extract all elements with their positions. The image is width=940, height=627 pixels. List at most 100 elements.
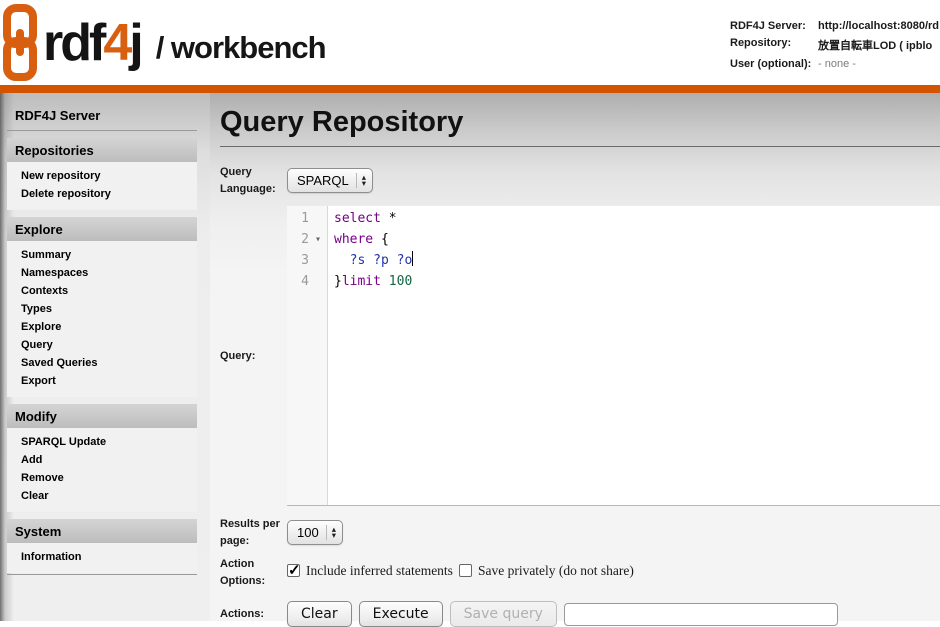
- query-language-label: Query Language:: [220, 166, 276, 195]
- select-arrows-icon: ▴▾: [331, 524, 336, 540]
- sidebar-section-system: System: [7, 519, 197, 543]
- sidebar-item-types[interactable]: Types: [21, 303, 52, 315]
- sidebar-item-explore[interactable]: Explore: [21, 321, 62, 333]
- option-label: Save privately (do not share): [477, 562, 634, 578]
- execute-button[interactable]: Execute: [358, 601, 443, 627]
- fold-marker-icon: [309, 272, 327, 293]
- sidebar-item-delete-repository[interactable]: Delete repository: [21, 188, 111, 200]
- server-info-value: 放置自転車LOD ( ipblo: [818, 40, 933, 52]
- code-token: [381, 274, 389, 289]
- sidebar-item-export[interactable]: Export: [21, 375, 56, 387]
- server-info-label: Repository:: [730, 37, 792, 49]
- code-token: select: [334, 211, 381, 226]
- sidebar-item-clear[interactable]: Clear: [21, 490, 49, 502]
- code-text: ?s ?p ?o: [327, 251, 414, 272]
- code-token: [334, 253, 350, 268]
- line-number: 2: [301, 232, 309, 247]
- include-inferred-statements-checkbox[interactable]: [287, 561, 301, 579]
- code-text: }limit 100: [327, 272, 412, 293]
- results-per-page-select[interactable]: 100 ▴▾: [287, 520, 343, 545]
- brand-accent: 4: [103, 13, 132, 72]
- server-info-row: Repository: 放置自転車LOD ( ipblo: [730, 37, 939, 53]
- code-token: }: [334, 274, 342, 289]
- accent-divider-bar: [0, 85, 940, 93]
- server-info-value: - none -: [818, 58, 856, 70]
- sidebar-section-repositories: Repositories: [7, 138, 197, 162]
- sidebar-item-add[interactable]: Add: [21, 454, 43, 466]
- code-line: 3 ?s ?p ?o: [287, 251, 940, 272]
- query-language-select[interactable]: SPARQL ▴▾: [287, 168, 374, 193]
- action-options-label: Action Options:: [220, 558, 266, 587]
- sidebar-item-namespaces[interactable]: Namespaces: [21, 267, 89, 279]
- results-per-page-value: 100: [297, 525, 327, 540]
- code-line: 1 select *: [287, 209, 940, 230]
- clear-button[interactable]: Clear: [287, 601, 352, 627]
- server-info-row: User (optional): - none -: [730, 58, 939, 70]
- brand-suffix: j: [129, 13, 144, 72]
- server-info-label: User (optional):: [730, 58, 812, 70]
- query-language-value: SPARQL: [297, 173, 357, 188]
- fold-marker-icon: [309, 251, 327, 272]
- code-token: *: [380, 211, 397, 226]
- fold-marker-icon[interactable]: ▾: [314, 234, 322, 245]
- page-title: Query Repository: [220, 106, 940, 147]
- sidebar-item-sparql-update[interactable]: SPARQL Update: [21, 436, 107, 448]
- save-query-button[interactable]: Save query: [449, 601, 557, 627]
- sidebar-item-saved-queries[interactable]: Saved Queries: [21, 357, 98, 369]
- query-language-row: Query Language: SPARQL ▴▾: [220, 164, 940, 197]
- code-token: {: [373, 232, 389, 247]
- line-number: 3: [301, 253, 309, 268]
- code-text: select *: [327, 209, 397, 230]
- actions-label: Actions:: [220, 607, 264, 620]
- save-privately-do-not-share-checkbox[interactable]: [458, 564, 472, 578]
- results-per-page-label: Results per page:: [220, 518, 280, 547]
- code-token: ?o: [396, 253, 413, 268]
- code-text: where {: [327, 230, 389, 251]
- fold-marker-icon: [309, 209, 327, 230]
- server-info-label: RDF4J Server:: [730, 20, 806, 32]
- action-options-row: Action Options: Include inferred stateme…: [220, 556, 940, 589]
- line-number: 4: [301, 274, 309, 289]
- option-include-inferred-statements: Include inferred statements: [287, 561, 453, 579]
- sidebar-section-items: Information: [7, 543, 197, 573]
- code-token: [389, 253, 397, 268]
- app-header: rdf4j / workbench RDF4J Server:http://lo…: [0, 0, 940, 85]
- sidebar-section-explore: Explore: [7, 217, 197, 241]
- code-token: 100: [388, 274, 413, 289]
- main-panel: Query Repository Query Language: SPARQL …: [210, 93, 940, 627]
- results-per-page-row: Results per page: 100 ▴▾: [220, 516, 940, 549]
- rdf4j-logo[interactable]: rdf4j / workbench: [2, 4, 327, 81]
- server-info-row: RDF4J Server:http://localhost:8080/rd: [730, 20, 939, 32]
- select-arrows-icon: ▴▾: [361, 172, 367, 188]
- option-save-privately-do-not-share: Save privately (do not share): [458, 562, 634, 579]
- line-number: 1: [301, 211, 309, 226]
- code-token: limit: [341, 274, 381, 289]
- sidebar-section-modify: Modify: [7, 404, 197, 428]
- code-token: [365, 253, 373, 268]
- code-line: 2 ▾ where {: [287, 230, 940, 251]
- saved-query-name-input[interactable]: [563, 602, 838, 626]
- sidebar-item-contexts[interactable]: Contexts: [21, 285, 69, 297]
- action-options-group: Include inferred statements Save privatel…: [287, 561, 640, 583]
- sidebar-item-new-repository[interactable]: New repository: [21, 170, 101, 182]
- text-cursor-icon: [412, 251, 414, 266]
- sidebar-item-summary[interactable]: Summary: [21, 249, 72, 261]
- sidebar-item-remove[interactable]: Remove: [21, 472, 64, 484]
- sidebar-title: RDF4J Server: [7, 101, 197, 131]
- brand-wordmark: rdf4j: [43, 13, 144, 72]
- workbench-wordmark: / workbench: [155, 29, 327, 65]
- sidebar-item-query[interactable]: Query: [21, 339, 53, 351]
- code-token: ?p: [373, 253, 389, 268]
- code-token: ?s: [349, 253, 366, 268]
- sidebar-item-information[interactable]: Information: [21, 551, 82, 563]
